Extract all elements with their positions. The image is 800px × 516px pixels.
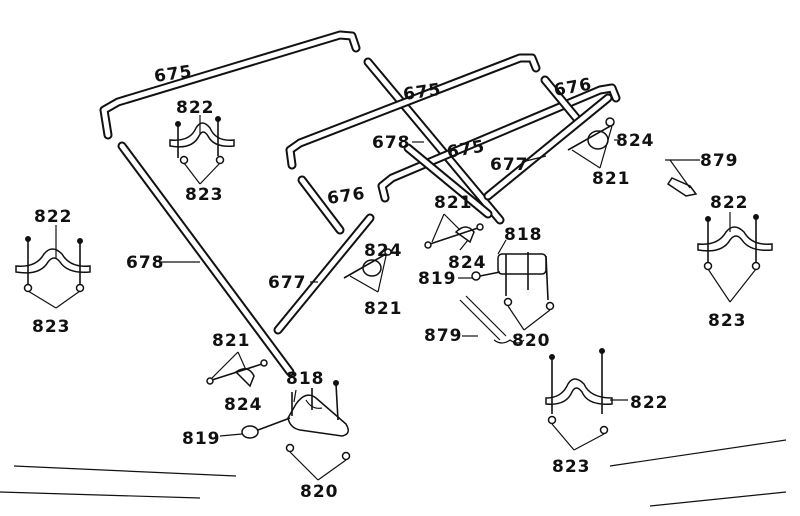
part-label-822: 822	[176, 98, 215, 118]
tube-678-right	[403, 143, 493, 219]
part-label-819: 819	[418, 269, 457, 289]
part-label-820: 820	[512, 331, 551, 351]
part-label-824: 824	[616, 131, 655, 151]
part-label-821: 821	[592, 169, 631, 189]
part-label-822: 822	[710, 193, 749, 213]
handle-tube-675-upper	[99, 30, 361, 140]
part-label-822: 822	[630, 393, 669, 413]
part-label-821: 821	[364, 299, 403, 319]
tube-678-left	[117, 141, 295, 377]
clamp-822-top	[169, 116, 235, 165]
part-label-677: 677	[268, 273, 307, 293]
lever-879-right	[666, 177, 698, 197]
knob-819-right	[471, 271, 501, 281]
part-label-819: 819	[182, 429, 221, 449]
part-label-822: 822	[34, 207, 73, 227]
clamp-822-lower	[545, 348, 613, 435]
part-label-823: 823	[552, 457, 591, 477]
handle-tube-675-lower	[377, 83, 621, 203]
part-label-821: 821	[212, 331, 251, 351]
leader-lines	[27, 115, 757, 481]
fastener-821-center	[343, 248, 392, 279]
part-label-818: 818	[504, 225, 543, 245]
tube-677-right	[483, 93, 613, 201]
part-label-879: 879	[424, 326, 463, 346]
part-label-824: 824	[364, 241, 403, 261]
clamp-822-right	[697, 214, 773, 271]
part-label-675: 675	[445, 137, 486, 163]
lever-879-lower	[459, 295, 525, 344]
tube-676-left	[297, 175, 345, 235]
part-label-821: 821	[434, 193, 473, 213]
part-label-818: 818	[286, 369, 325, 389]
tube-677-left	[273, 213, 375, 335]
fastener-821-left	[206, 359, 268, 388]
part-label-823: 823	[708, 311, 747, 331]
part-label-676: 676	[326, 184, 367, 209]
part-label-820: 820	[300, 482, 339, 502]
knob-819-lower	[241, 417, 291, 439]
bracket-818-right	[497, 252, 555, 311]
part-label-677: 677	[490, 155, 529, 175]
handle-tube-675-middle	[285, 53, 541, 170]
part-label-824: 824	[448, 253, 487, 273]
bracket-818-lower	[285, 380, 351, 461]
part-label-678: 678	[372, 133, 411, 153]
clamp-822-left	[15, 236, 91, 293]
part-label-675: 675	[402, 80, 443, 105]
part-label-823: 823	[185, 185, 224, 205]
fastener-821-mid	[424, 223, 484, 249]
base-lines	[0, 439, 787, 507]
part-label-879: 879	[700, 151, 739, 171]
part-label-823: 823	[32, 317, 71, 337]
part-label-678: 678	[126, 253, 165, 273]
part-label-824: 824	[224, 395, 263, 415]
rod-675-right	[363, 57, 505, 225]
tube-676-right	[540, 75, 583, 125]
